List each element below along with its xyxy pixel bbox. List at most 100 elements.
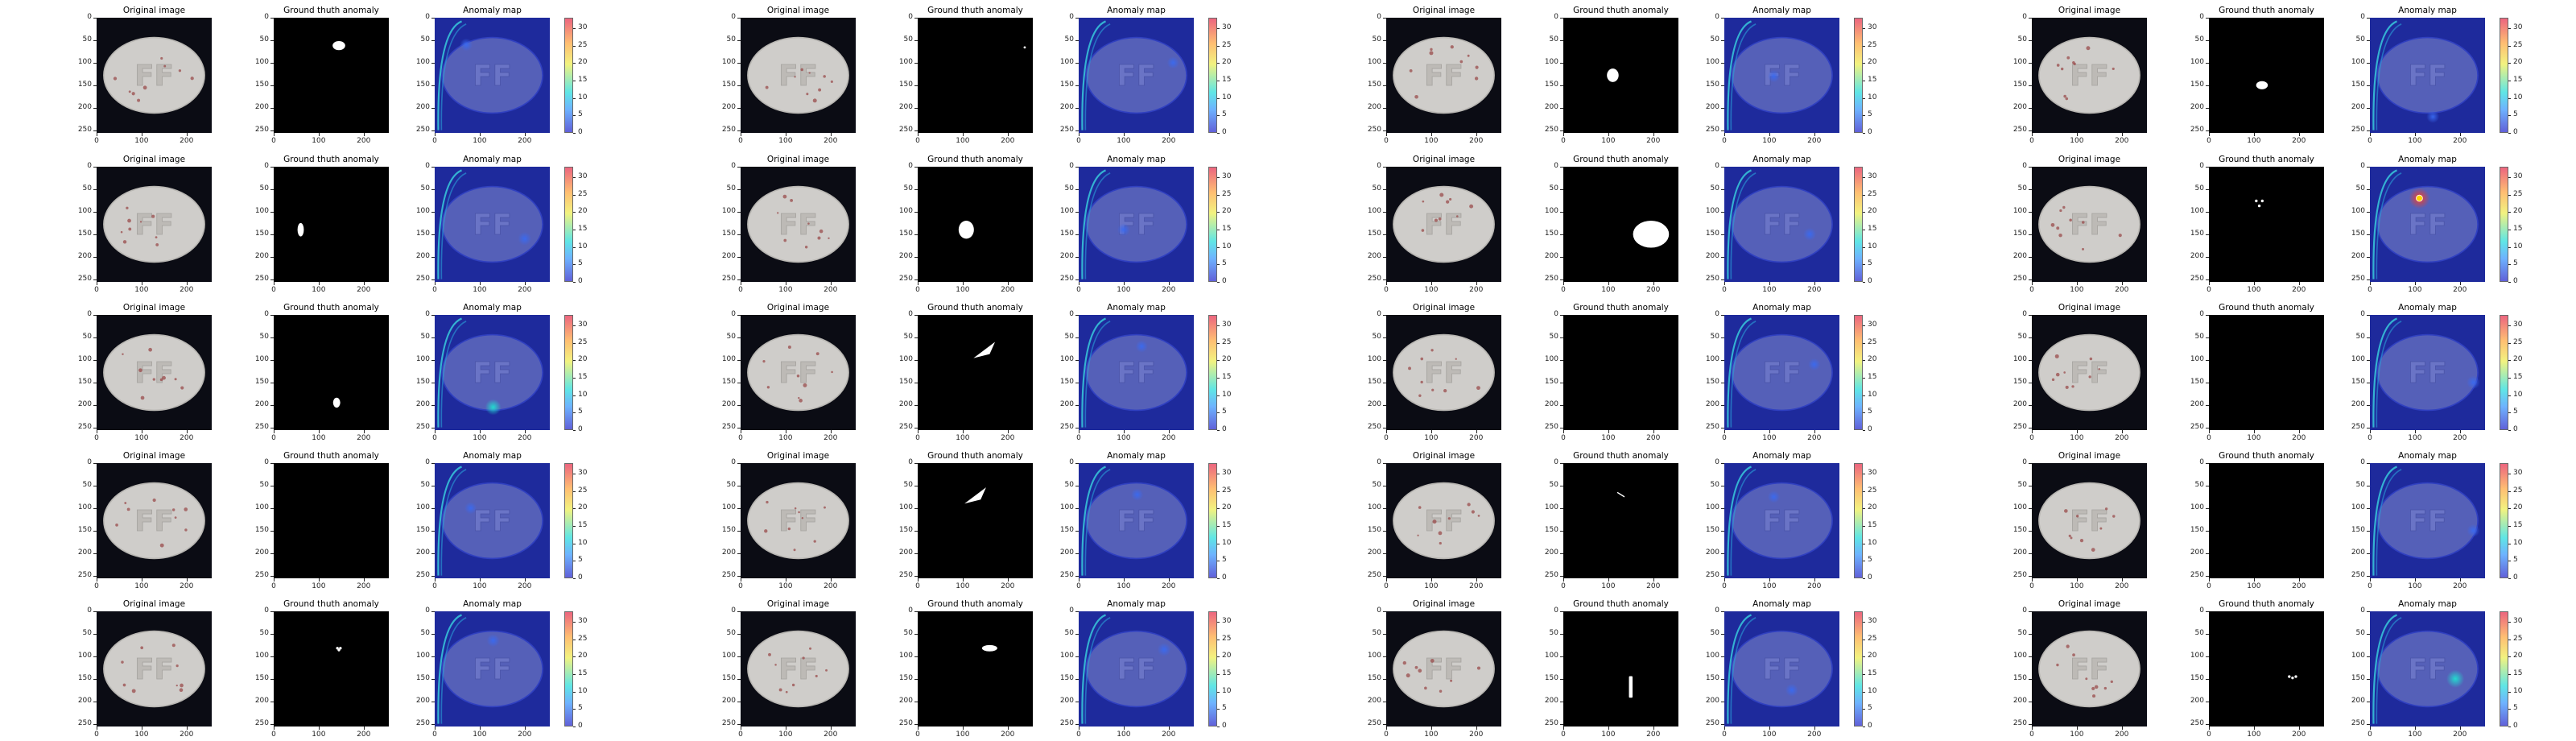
- pill-embossed-letters: FF: [1117, 357, 1156, 390]
- colorbar-tick-mark: [573, 395, 576, 396]
- colorbar-tick-label: 20: [2513, 58, 2523, 67]
- colorbar-tick-mark: [1863, 674, 1865, 675]
- edge-glow: [437, 169, 463, 279]
- defect-speck: [1476, 666, 1481, 670]
- pill-embossed-letters: FF: [1762, 505, 1802, 538]
- colorbar-tick-mark: [1217, 246, 1220, 248]
- y-tick-label: 50: [1372, 35, 1381, 43]
- colorbar-tick-label: 10: [1222, 242, 1232, 250]
- colorbar-tick-mark: [1863, 45, 1865, 47]
- y-tick-label: 0: [731, 162, 736, 170]
- y-tick-label: 250: [2190, 125, 2204, 134]
- colorbar-tick-label: 0: [1868, 425, 1872, 433]
- defect-speck: [1469, 204, 1474, 209]
- panel-title: Anomaly map: [2398, 599, 2457, 609]
- panel-title: Anomaly map: [1107, 155, 1166, 164]
- y-tick-mark: [2029, 463, 2032, 464]
- y-tick-label: 250: [721, 125, 736, 134]
- original-image: FF: [2032, 611, 2147, 727]
- panel-title: Anomaly map: [463, 6, 522, 15]
- y-tick-mark: [2206, 656, 2209, 657]
- colorbar-tick-mark: [2508, 508, 2511, 510]
- y-tick-label: 0: [1069, 310, 1074, 318]
- x-tick-mark: [2209, 133, 2210, 136]
- defect-speck: [1476, 386, 1480, 391]
- colorbar-tick-label: 25: [2513, 189, 2523, 198]
- panel-title: Anomaly map: [2398, 6, 2457, 15]
- y-tick-label: 100: [1367, 57, 1381, 66]
- y-tick-label: 0: [1069, 13, 1074, 21]
- colorbar-tick-label: 5: [578, 556, 583, 565]
- ground-truth-mask: [2209, 18, 2324, 133]
- x-tick-label: 200: [1001, 582, 1015, 590]
- edge-glow: [437, 614, 463, 724]
- panel-title: Ground thuth anomaly: [283, 155, 379, 164]
- y-tick-label: 100: [254, 651, 269, 660]
- colorbar-tick-mark: [2508, 177, 2511, 178]
- x-tick-mark: [479, 578, 481, 582]
- y-tick-mark: [2206, 530, 2209, 532]
- colorbar-tick-label: 10: [1222, 390, 1232, 399]
- y-tick-mark: [1383, 188, 1386, 190]
- colorbar-tick-mark: [1863, 246, 1865, 248]
- original-image: FF: [1386, 463, 1501, 578]
- original-image-svg: FF: [97, 463, 212, 578]
- colorbar-tick-label: 20: [2513, 207, 2523, 216]
- y-tick-label: 200: [1705, 399, 1719, 408]
- y-tick-mark: [270, 575, 274, 577]
- pill-shape: [1085, 333, 1187, 412]
- y-tick-mark: [914, 188, 918, 190]
- y-tick-label: 150: [1544, 229, 1558, 238]
- y-tick-label: 200: [2013, 251, 2027, 260]
- x-tick-mark: [1007, 282, 1009, 285]
- pill-shape: [1393, 630, 1495, 708]
- x-tick-label: 0: [1384, 434, 1389, 442]
- pill-embossed-letters: FF: [2408, 653, 2447, 686]
- colorbar-tick-label: 5: [1222, 110, 1227, 119]
- panel-title: Original image: [2058, 303, 2121, 313]
- y-tick-mark: [431, 211, 435, 213]
- pill-embossed-letters: FF: [1117, 653, 1156, 686]
- y-tick-mark: [2206, 211, 2209, 213]
- defect-speck: [2063, 371, 2066, 374]
- y-tick-mark: [1560, 107, 1563, 109]
- x-tick-mark: [1769, 727, 1770, 730]
- x-tick-mark: [2121, 282, 2123, 285]
- x-tick-mark: [1653, 578, 1654, 582]
- x-tick-label: 100: [2247, 582, 2261, 590]
- x-tick-mark: [1430, 133, 1432, 136]
- mask-background: [274, 167, 389, 282]
- y-tick-label: 200: [1367, 696, 1381, 705]
- y-tick-mark: [1075, 611, 1079, 612]
- colorbar-tick-label: 30: [1868, 321, 1877, 329]
- y-tick-mark: [270, 530, 274, 532]
- defect-speck: [819, 229, 824, 234]
- y-tick-mark: [93, 404, 97, 406]
- x-tick-label: 0: [1384, 137, 1389, 145]
- panel-title: Ground thuth anomaly: [2219, 451, 2314, 461]
- colorbar-tick-label: 25: [1222, 189, 1232, 198]
- y-tick-mark: [737, 530, 741, 532]
- y-tick-label: 100: [1544, 206, 1558, 215]
- edge-glow: [437, 466, 463, 576]
- pill-shape: [103, 630, 205, 708]
- x-tick-mark: [1007, 727, 1009, 730]
- colorbar: [2500, 611, 2508, 727]
- y-tick-label: 250: [1059, 570, 1074, 579]
- ground-truth-mask-svg: [918, 611, 1033, 727]
- y-tick-mark: [2029, 723, 2032, 725]
- x-tick-label: 0: [432, 137, 437, 145]
- x-tick-label: 0: [1561, 434, 1566, 442]
- x-tick-label: 200: [180, 137, 194, 145]
- y-tick-mark: [93, 359, 97, 361]
- y-tick-mark: [270, 656, 274, 657]
- x-tick-mark: [1563, 430, 1564, 433]
- y-tick-mark: [1075, 530, 1079, 532]
- x-tick-mark: [1386, 282, 1387, 285]
- colorbar-tick-mark: [1863, 656, 1865, 658]
- anomaly-map: FF: [435, 611, 550, 727]
- colorbar-tick-mark: [1863, 28, 1865, 29]
- colorbar-tick-label: 15: [2513, 225, 2523, 233]
- y-tick-mark: [1075, 507, 1079, 509]
- pill-shape: [2038, 630, 2140, 708]
